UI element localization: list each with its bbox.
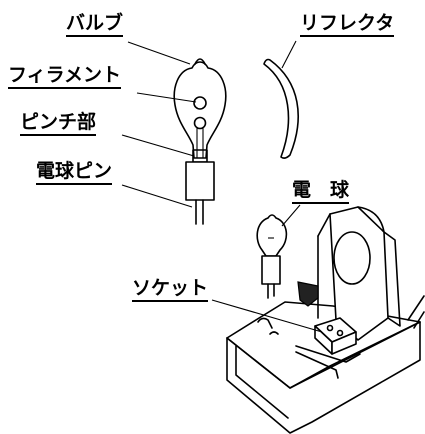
filament-upper <box>193 96 207 110</box>
label-lamp-pin: 電球ピン <box>36 162 113 185</box>
label-bulb: バルブ <box>66 14 124 37</box>
filament-lower <box>193 116 207 130</box>
lamp-small <box>256 204 301 299</box>
label-lamp: 電 球 <box>292 181 350 204</box>
label-pinch: ピンチ部 <box>20 113 97 136</box>
bulb-tip <box>194 58 206 65</box>
label-reflector: リフレクタ <box>300 14 395 37</box>
lamp-base <box>185 161 215 201</box>
label-filament: フィラメント <box>8 66 122 89</box>
label-socket: ソケット <box>132 279 209 302</box>
reflector-drawing <box>263 40 299 159</box>
lamp-exploded-view <box>121 41 227 225</box>
socket-housing <box>211 206 425 434</box>
pinch-section <box>192 149 208 163</box>
bulb-glass <box>173 61 227 159</box>
